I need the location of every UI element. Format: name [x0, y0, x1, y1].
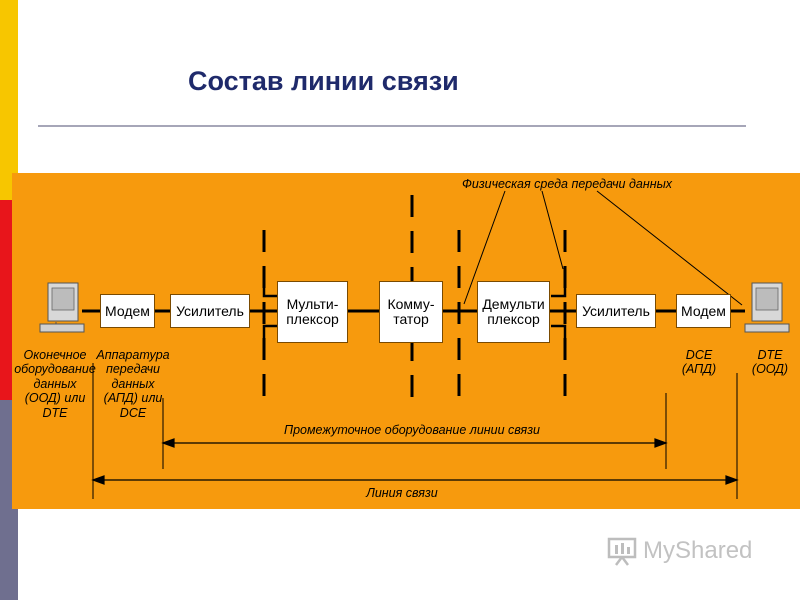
computer-icon-right	[744, 282, 790, 333]
computer-icon-left	[39, 282, 85, 333]
accent-stripe-yellow	[0, 0, 18, 200]
physical-medium-label: Физическая среда передачи данных	[461, 177, 673, 191]
presentation-board-icon	[607, 537, 637, 566]
demultiplexer-box: Демульти плексор	[477, 281, 550, 343]
dce-right-label: DCE (АПД)	[681, 348, 717, 377]
segment-separators	[262, 195, 567, 398]
intermediate-arrow	[161, 438, 668, 448]
multiplexer-box: Мульти- плексор	[277, 281, 348, 343]
amplifier-right-box: Усилитель	[576, 294, 656, 328]
slide-title: Состав линии связи	[188, 66, 459, 96]
diagram-lines	[39, 190, 790, 499]
watermark-text: MyShared	[643, 537, 753, 564]
communication-line-label: Линия связи	[366, 486, 438, 500]
dce-left-label: Аппаратура передачи данных (АПД) или DCE	[96, 348, 170, 420]
watermark: MyShared	[607, 536, 752, 566]
medium-pointers	[463, 190, 743, 306]
dte-left-label: Оконечное оборудование данных (ООД) или …	[14, 348, 96, 420]
dte-right-label: DTE (ООД)	[751, 348, 789, 377]
modem-right-box: Модем	[676, 294, 731, 328]
span-markers	[92, 363, 738, 499]
line-arrow	[91, 475, 739, 485]
switch-box: Комму- татор	[379, 281, 443, 343]
intermediate-equipment-label: Промежуточное оборудование линии связи	[284, 423, 540, 437]
medium-brackets	[262, 276, 567, 346]
amplifier-left-box: Усилитель	[170, 294, 250, 328]
modem-left-box: Модем	[100, 294, 155, 328]
diagram-panel: Модем Усилитель Мульти- плексор Комму- т…	[12, 173, 800, 509]
title-divider	[38, 125, 746, 127]
